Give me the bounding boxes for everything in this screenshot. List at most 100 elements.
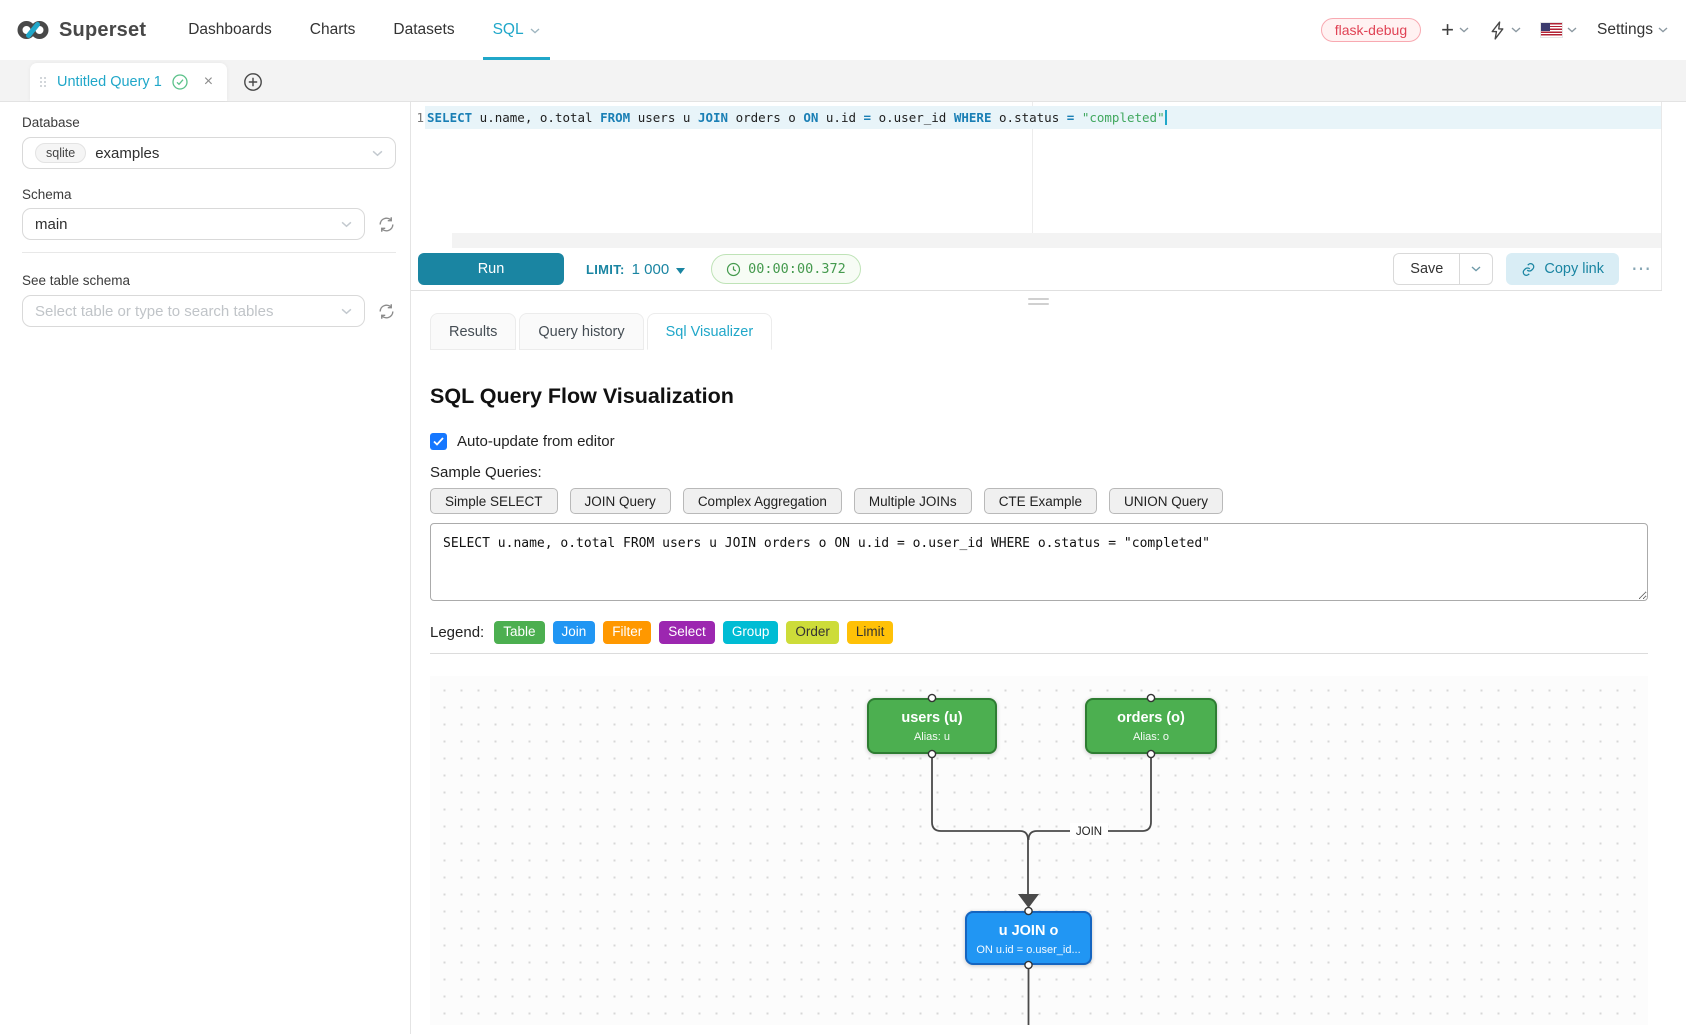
- sql-token-pl: orders o: [728, 110, 803, 125]
- close-tab-icon[interactable]: ×: [204, 74, 213, 90]
- schema-select[interactable]: main: [22, 208, 365, 240]
- limit-dropdown[interactable]: LIMIT: 1 000: [586, 261, 685, 278]
- us-flag-icon: [1541, 23, 1562, 37]
- flow-canvas[interactable]: users (u) Alias: u orders (o) Alias: o u…: [430, 676, 1648, 1025]
- query-timer: 00:00:00.372: [711, 254, 861, 284]
- limit-label: LIMIT:: [586, 262, 625, 277]
- settings-menu[interactable]: Settings: [1597, 21, 1668, 39]
- clock-icon: [726, 262, 741, 277]
- sql-token-pl: o.status: [992, 110, 1067, 125]
- splitter-grip-icon[interactable]: [1028, 298, 1049, 305]
- svg-text:JOIN: JOIN: [1076, 826, 1102, 838]
- line-number: 1: [411, 106, 424, 129]
- sql-editor[interactable]: SELECT u.name, o.total FROM users u JOIN…: [411, 102, 1662, 248]
- sample-query-button-union-query[interactable]: UNION Query: [1109, 488, 1223, 514]
- chevron-down-icon: [1567, 27, 1577, 33]
- auto-update-label: Auto-update from editor: [457, 433, 615, 450]
- copy-link-button[interactable]: Copy link: [1506, 253, 1619, 285]
- node-subtitle: Alias: u: [869, 731, 995, 743]
- plus-icon: +: [1441, 19, 1454, 41]
- result-tabs: ResultsQuery historySql Visualizer: [411, 312, 1686, 350]
- chevron-down-icon: [530, 28, 540, 34]
- lightning-bolt-icon: [1489, 21, 1506, 40]
- nav-item-dashboards[interactable]: Dashboards: [182, 0, 278, 60]
- refresh-schemas-button[interactable]: [377, 215, 396, 234]
- editor-scrollbar-track[interactable]: [452, 233, 1661, 248]
- sample-query-button-join-query[interactable]: JOIN Query: [570, 488, 671, 514]
- node-subtitle: ON u.id = o.user_id...: [967, 944, 1090, 956]
- nav-item-label: Charts: [310, 21, 356, 39]
- sql-token-str: "completed": [1082, 110, 1165, 125]
- new-query-tab-button[interactable]: [243, 72, 263, 92]
- sample-query-buttons: Simple SELECT JOIN Query Complex Aggregati…: [430, 488, 1648, 514]
- editor-toolbar: Run LIMIT: 1 000 00:00:00.372 Save: [411, 248, 1662, 290]
- sqllab-sidebar: Database sqlite examples Schema main See…: [0, 102, 411, 1034]
- section-divider: [430, 653, 1648, 654]
- sql-input[interactable]: SELECT u.name, o.total FROM users u JOIN…: [430, 523, 1648, 601]
- sql-code-line: SELECT u.name, o.total FROM users u JOIN…: [425, 110, 1167, 125]
- page-title: SQL Query Flow Visualization: [430, 384, 1648, 409]
- chevron-down-icon: [1511, 27, 1521, 33]
- nav-item-sql[interactable]: SQL: [487, 0, 546, 60]
- database-select-value: examples: [95, 145, 159, 162]
- db-engine-badge: sqlite: [35, 143, 86, 163]
- run-button[interactable]: Run: [418, 253, 564, 285]
- table-select-placeholder: Select table or type to search tables: [35, 303, 273, 320]
- save-options-button[interactable]: [1460, 253, 1493, 285]
- sample-query-button-cte-example[interactable]: CTE Example: [984, 488, 1097, 514]
- query-search-menu[interactable]: [1489, 21, 1521, 40]
- query-tab-label: Untitled Query 1: [57, 74, 162, 90]
- node-title: users (u): [869, 710, 995, 726]
- sample-queries-label: Sample Queries:: [430, 464, 1648, 481]
- arrowhead-icon: [1018, 894, 1039, 908]
- legend-chips: TableJoinFilterSelectGroupOrderLimit: [494, 621, 893, 644]
- tab-sql-visualizer[interactable]: Sql Visualizer: [647, 313, 773, 350]
- sql-token-kw: WHERE: [954, 110, 992, 125]
- nav-item-datasets[interactable]: Datasets: [387, 0, 460, 60]
- sql-token-kw: JOIN: [698, 110, 728, 125]
- table-select[interactable]: Select table or type to search tables: [22, 295, 365, 327]
- chevron-down-icon: [341, 308, 352, 315]
- tab-query-history[interactable]: Query history: [519, 313, 643, 350]
- sql-token-pl: u.id: [818, 110, 863, 125]
- chevron-down-icon: [1658, 27, 1668, 33]
- flow-node-join[interactable]: u JOIN o ON u.id = o.user_id...: [965, 911, 1092, 965]
- refresh-tables-button[interactable]: [377, 302, 396, 321]
- legend-chip-table: Table: [494, 621, 544, 644]
- new-item-menu[interactable]: +: [1441, 19, 1469, 41]
- sample-query-button-multiple-joins[interactable]: Multiple JOINs: [854, 488, 972, 514]
- settings-label: Settings: [1597, 21, 1653, 39]
- nav-item-charts[interactable]: Charts: [304, 0, 362, 60]
- database-select[interactable]: sqlite examples: [22, 137, 396, 169]
- sample-query-button-complex-aggregation[interactable]: Complex Aggregation: [683, 488, 842, 514]
- flow-node-orders[interactable]: orders (o) Alias: o: [1085, 698, 1217, 754]
- edge-label-join: JOIN: [1070, 823, 1108, 839]
- flow-node-users[interactable]: users (u) Alias: u: [867, 698, 997, 754]
- more-options-icon[interactable]: ⋯: [1631, 259, 1651, 279]
- refresh-icon: [377, 215, 396, 234]
- database-label: Database: [22, 115, 396, 130]
- legend-chip-group: Group: [723, 621, 779, 644]
- circle-plus-icon: [243, 72, 263, 92]
- brand[interactable]: Superset: [16, 18, 146, 42]
- sql-token-kw: SELECT: [427, 110, 472, 125]
- table-schema-label: See table schema: [22, 273, 396, 288]
- legend: Legend: TableJoinFilterSelectGroupOrderL…: [430, 621, 1648, 644]
- schema-label: Schema: [22, 187, 396, 202]
- save-button[interactable]: Save: [1393, 253, 1460, 285]
- drag-handle-icon[interactable]: [40, 77, 46, 87]
- save-split-button: Save: [1393, 253, 1493, 285]
- query-tab-untitled-query-1[interactable]: Untitled Query 1 ×: [30, 63, 227, 101]
- checkbox-checked-icon[interactable]: [430, 433, 447, 450]
- pane-splitter[interactable]: [411, 290, 1662, 312]
- tab-results[interactable]: Results: [430, 313, 516, 350]
- top-nav: Superset DashboardsChartsDatasetsSQL fla…: [0, 0, 1686, 60]
- sql-token-pl: u.name, o.total: [472, 110, 600, 125]
- language-menu[interactable]: [1541, 23, 1577, 37]
- sample-query-button-simple-select[interactable]: Simple SELECT: [430, 488, 558, 514]
- link-icon: [1521, 262, 1536, 277]
- legend-label: Legend:: [430, 624, 484, 641]
- legend-chip-select: Select: [659, 621, 715, 644]
- auto-update-toggle[interactable]: Auto-update from editor: [430, 433, 1648, 450]
